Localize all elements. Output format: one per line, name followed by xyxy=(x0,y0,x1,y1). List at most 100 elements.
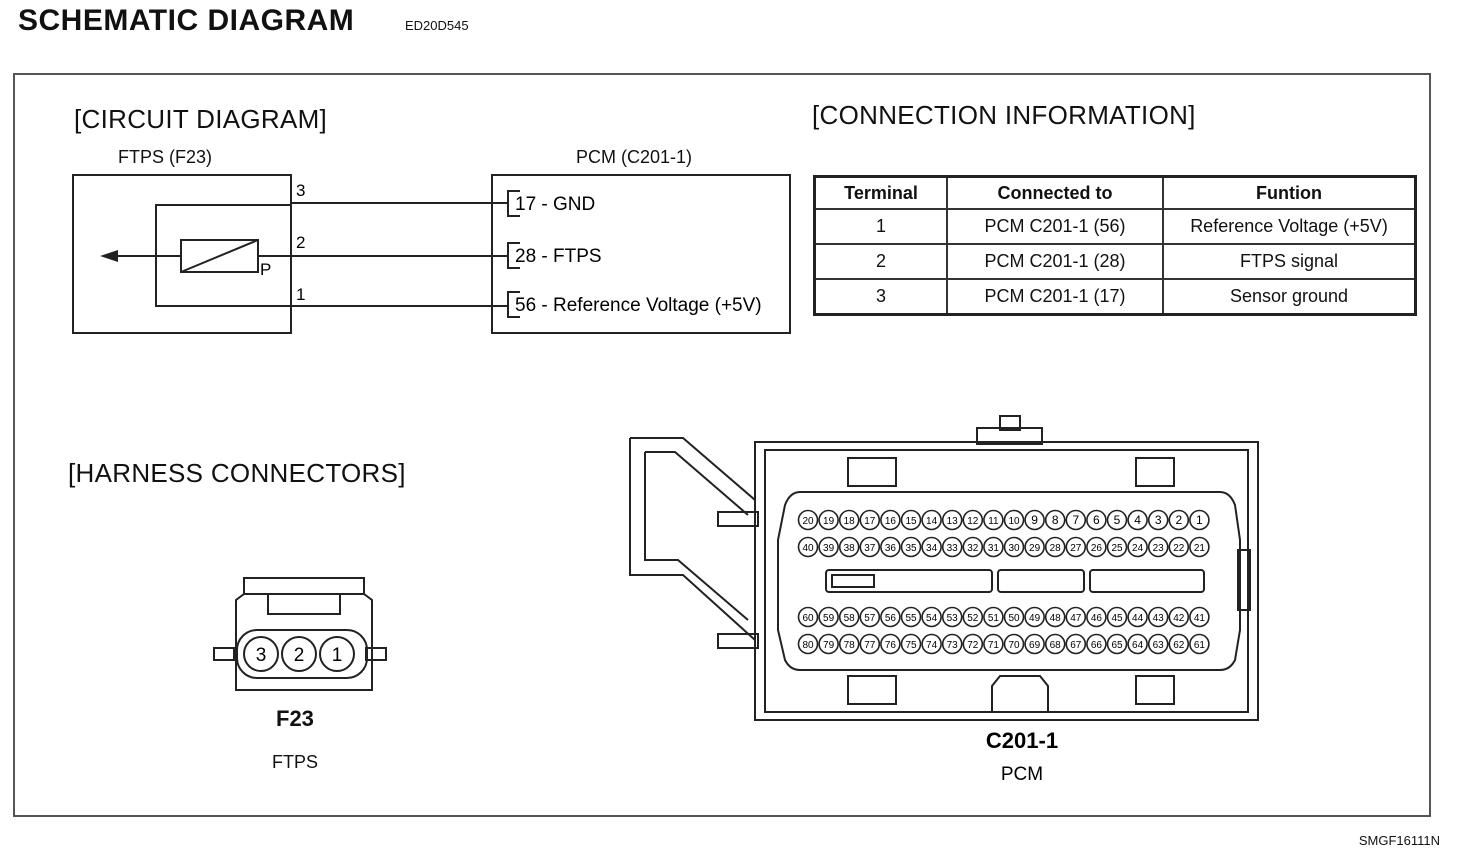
c201-pin-label: 51 xyxy=(988,613,1000,624)
c201-pin-label: 53 xyxy=(947,613,959,624)
document-code: ED20D545 xyxy=(405,18,469,33)
c201-pin-label: 52 xyxy=(967,613,979,624)
c201-pin-label: 18 xyxy=(844,516,856,527)
c201-pin-label: 30 xyxy=(1008,543,1020,554)
pcm-box xyxy=(491,174,791,334)
c201-pin xyxy=(797,633,819,655)
c201-pin-label: 11 xyxy=(988,516,999,527)
f23-pin-2 xyxy=(281,636,317,672)
c201-pin-label: 45 xyxy=(1111,613,1123,624)
harness-connectors-title: [HARNESS CONNECTORS] xyxy=(68,458,406,488)
c201-pin-label: 21 xyxy=(1194,543,1206,554)
c201-pin-label: 60 xyxy=(802,613,814,624)
c201-pin xyxy=(1086,606,1107,628)
c201-pin-label: 16 xyxy=(885,516,897,527)
c201-pin xyxy=(1044,606,1066,628)
c201-pin-label: 20 xyxy=(802,516,814,527)
f23-pin-3 xyxy=(243,636,279,672)
c201-pin-label: 40 xyxy=(802,543,814,554)
pcm-terminal-17 xyxy=(507,190,520,217)
c201-pin-label: 73 xyxy=(947,640,959,651)
c201-pin xyxy=(1147,633,1169,655)
c201-pin-label: 7 xyxy=(1072,513,1079,527)
c201-pin xyxy=(1147,606,1169,628)
c201-pin-label: 80 xyxy=(802,640,814,651)
c201-pin-label: 17 xyxy=(864,516,876,527)
c201-pin xyxy=(962,606,984,628)
c201-pin-label: 77 xyxy=(864,640,876,651)
c201-pin xyxy=(1003,509,1025,531)
c201-pin xyxy=(1147,509,1169,531)
c201-pin-label: 43 xyxy=(1153,613,1165,624)
c201-pin xyxy=(1086,536,1107,558)
c201-pin-label: 2 xyxy=(1175,513,1182,527)
c201-pin-label: 15 xyxy=(905,516,917,527)
c201-pin xyxy=(797,509,819,531)
c201-pin-label: 33 xyxy=(947,543,959,554)
c201-pin xyxy=(921,536,942,558)
c201-pin xyxy=(1065,606,1087,628)
c201-pin-label: 14 xyxy=(926,516,938,527)
c201-pin xyxy=(1168,633,1190,655)
c201-pin-label: 61 xyxy=(1194,640,1206,651)
c201-pin xyxy=(921,606,942,628)
c201-pin-label: 58 xyxy=(844,613,856,624)
c201-pin-label: 26 xyxy=(1091,543,1103,554)
c201-pin xyxy=(1189,536,1210,558)
c201-pin xyxy=(1106,509,1128,531)
c201-pin xyxy=(1168,606,1190,628)
cell-function: FTPS signal xyxy=(1162,243,1417,280)
c201-pin xyxy=(1065,536,1087,558)
c201-pin-label: 9 xyxy=(1031,513,1038,527)
c201-pin xyxy=(1003,633,1025,655)
c201-pin-label: 68 xyxy=(1050,640,1062,651)
c201-pin xyxy=(859,536,881,558)
c201-pin-label: 46 xyxy=(1091,613,1103,624)
c201-pin-label: 42 xyxy=(1173,613,1185,624)
c201-pin xyxy=(859,509,881,531)
c201-pin-label: 75 xyxy=(905,640,917,651)
c201-pin xyxy=(1024,606,1045,628)
c201-pin xyxy=(838,509,860,531)
c201-pin-label: 54 xyxy=(926,613,938,624)
c201-pin-label: 71 xyxy=(988,640,1000,651)
cell-terminal: 2 xyxy=(813,243,948,280)
c201-pin xyxy=(1189,509,1210,531)
page-title: SCHEMATIC DIAGRAM xyxy=(18,4,355,37)
c201-pin-label: 8 xyxy=(1052,513,1059,527)
c201-pin-label: 48 xyxy=(1050,613,1062,624)
c201-pin-label: 10 xyxy=(1008,516,1020,527)
c201-pin xyxy=(1106,633,1128,655)
c201-pin-label: 36 xyxy=(885,543,897,554)
c201-pin xyxy=(818,509,839,531)
c201-pin-label: 49 xyxy=(1029,613,1041,624)
table-header-row: Terminal Connected to Funtion xyxy=(813,175,1417,210)
c201-pin-label: 35 xyxy=(905,543,917,554)
c201-pin-label: 28 xyxy=(1050,543,1062,554)
connection-table: Terminal Connected to Funtion 1 PCM C201… xyxy=(813,175,1417,316)
cell-function: Reference Voltage (+5V) xyxy=(1162,208,1417,245)
c201-pin-label: 31 xyxy=(988,543,1000,554)
c201-pin-label: 59 xyxy=(823,613,835,624)
c201-pin xyxy=(1189,606,1210,628)
c201-pin-label: 22 xyxy=(1173,543,1185,554)
c201-pin-label: 78 xyxy=(844,640,856,651)
c201-pin xyxy=(1147,536,1169,558)
c201-pin xyxy=(818,536,839,558)
circuit-diagram-title: [CIRCUIT DIAGRAM] xyxy=(74,104,328,134)
connection-info-title: [CONNECTION INFORMATION] xyxy=(812,100,1196,130)
c201-pin-label: 50 xyxy=(1008,613,1020,624)
c201-pin xyxy=(1106,606,1128,628)
header-terminal: Terminal xyxy=(813,175,948,210)
table-row: 3 PCM C201-1 (17) Sensor ground xyxy=(813,278,1417,316)
c201-pin-label: 29 xyxy=(1029,543,1041,554)
c201-pin-label: 24 xyxy=(1132,543,1144,554)
c201-pin-label: 41 xyxy=(1194,613,1206,624)
c201-pin xyxy=(900,606,922,628)
header-function: Funtion xyxy=(1162,175,1417,210)
c201-pin-label: 65 xyxy=(1111,640,1123,651)
c201-pin xyxy=(962,633,984,655)
c201-pin xyxy=(962,536,984,558)
c201-pin xyxy=(941,633,963,655)
c201-pin xyxy=(941,509,963,531)
